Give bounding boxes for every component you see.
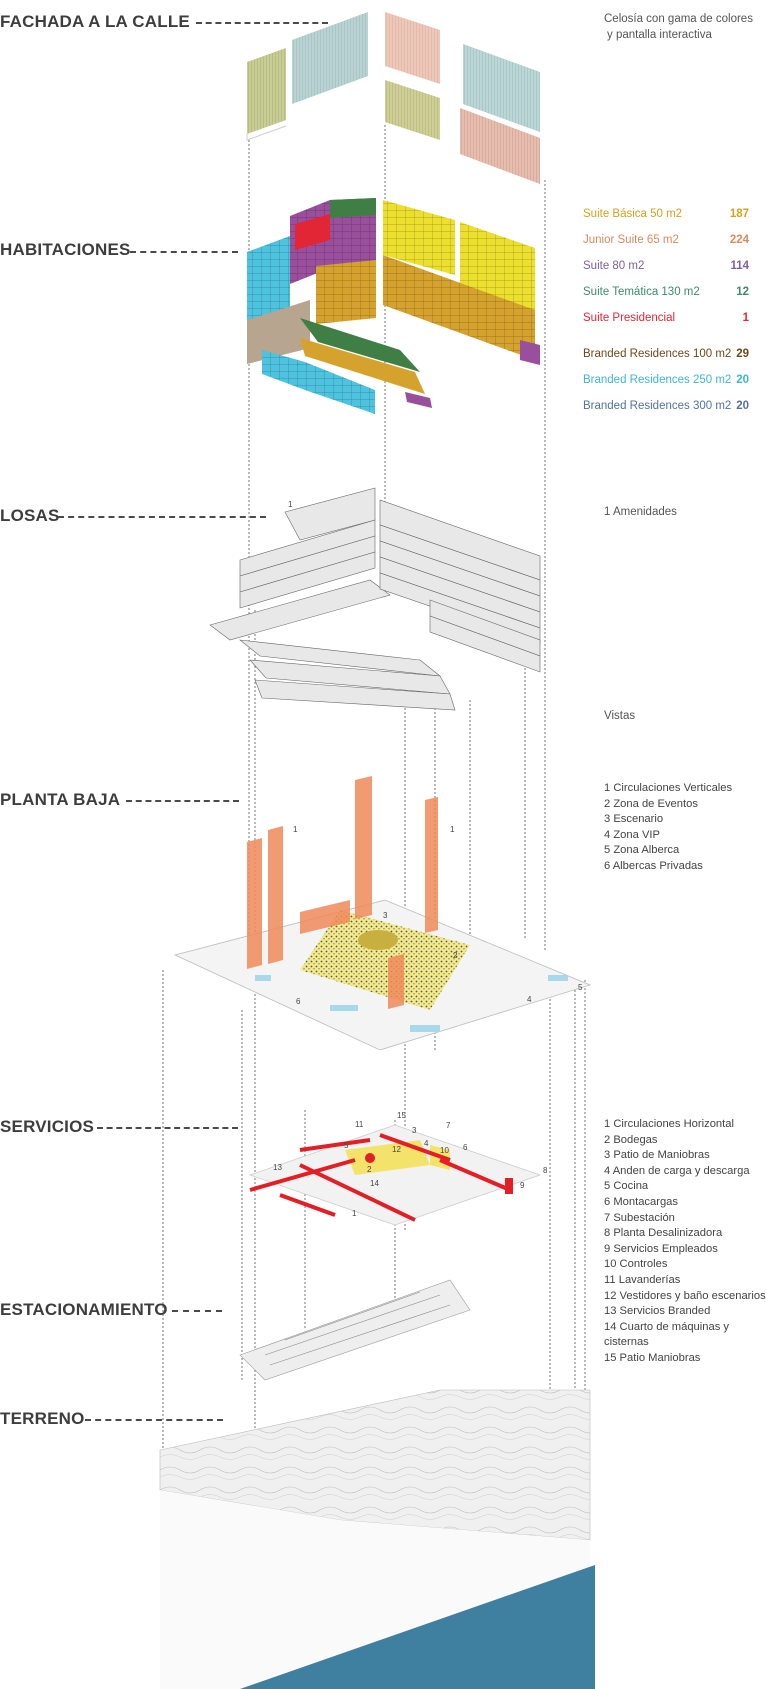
list-item: 1 Circulaciones Verticales [604, 782, 733, 794]
svg-text:15: 15 [397, 1111, 406, 1120]
svg-text:11: 11 [355, 1120, 364, 1129]
losas-note: 1 Amenidades [604, 506, 677, 518]
layer-title-estacionamiento: ESTACIONAMIENTO [0, 1300, 168, 1319]
losas-tag: 1 [288, 500, 293, 509]
list-item: 14 Cuarto de máquinas y [604, 1320, 730, 1333]
layer-title-habitaciones: HABITACIONES [0, 240, 131, 259]
layer-title-fachada: FACHADA A LA CALLE [0, 12, 190, 31]
legend-label: Suite Presidencial [583, 312, 676, 324]
estacionamiento-plate [239, 1279, 471, 1381]
planta-baja-plate [173, 776, 592, 1051]
svg-text:12: 12 [392, 1145, 401, 1154]
layer-title-terreno: TERRENO [0, 1409, 85, 1428]
fachada-note-line: y pantalla interactiva [607, 28, 712, 41]
list-item: 6 Albercas Privadas [604, 859, 703, 872]
list-item: 8 Planta Desalinizadora [604, 1227, 723, 1240]
svg-text:4: 4 [424, 1139, 429, 1148]
svg-text:10: 10 [440, 1146, 449, 1155]
legend-count: 12 [736, 286, 749, 298]
servicios-plate [248, 1124, 542, 1226]
habitaciones-blocks [247, 198, 540, 414]
legend-label: Suite 80 m2 [583, 260, 645, 272]
layer-leader-habitaciones [130, 251, 238, 253]
legend-count: 29 [736, 348, 749, 360]
list-item: 6 Montacargas [604, 1195, 679, 1208]
servicios-list: 1 Circulaciones Horizontal 2 Bodegas 3 P… [604, 1117, 766, 1367]
svg-text:4: 4 [527, 995, 532, 1004]
list-item: 4 Zona VIP [604, 828, 660, 841]
vistas-note: Vistas [604, 710, 636, 722]
list-item: 15 Patio Maniobras [604, 1351, 701, 1364]
diagram-artwork: 1 1 1 2 3 4 5 6 [159, 12, 595, 1689]
list-item: 3 Escenario [604, 813, 664, 826]
list-item: 3 Patio de Maniobras [604, 1149, 710, 1162]
legend-label: Suite Básica 50 m2 [583, 208, 683, 220]
svg-text:3: 3 [412, 1126, 417, 1135]
list-item: 7 Subestación [604, 1211, 675, 1224]
svg-text:2: 2 [367, 1165, 372, 1174]
layer-leader-servicios [97, 1127, 238, 1129]
legend-label: Branded Residences 100 m2 [583, 348, 732, 360]
svg-text:3: 3 [383, 911, 388, 920]
terreno-plate [159, 1389, 595, 1689]
svg-text:13: 13 [273, 1163, 282, 1172]
svg-text:6: 6 [463, 1143, 468, 1152]
legend-count: 20 [736, 374, 749, 386]
legend-label: Suite Temática 130 m2 [583, 286, 700, 298]
layer-leader-estacionamiento [172, 1310, 222, 1312]
svg-text:9: 9 [520, 1181, 525, 1190]
layer-leader-terreno [85, 1419, 223, 1421]
list-item: 5 Cocina [604, 1180, 649, 1193]
legend-label: Branded Residences 300 m2 [583, 400, 732, 412]
fachada-note-line: Celosía con gama de colores [604, 13, 753, 25]
layer-leader-planta-baja [126, 800, 239, 802]
legend-count: 114 [730, 260, 749, 272]
planta-baja-list: 1 Circulaciones Verticales 2 Zona de Eve… [604, 781, 732, 875]
svg-text:5: 5 [578, 983, 583, 992]
legend-count: 1 [742, 312, 749, 324]
list-item: 2 Zona de Eventos [604, 797, 698, 810]
svg-text:6: 6 [296, 997, 301, 1006]
list-item: 10 Controles [604, 1258, 668, 1271]
fachada-note: Celosía con gama de colores y pantalla i… [604, 12, 753, 43]
list-item: 11 Lavanderías [604, 1273, 681, 1286]
svg-text:2: 2 [453, 951, 458, 960]
list-item: 2 Bodegas [604, 1133, 658, 1146]
svg-text:1: 1 [293, 825, 298, 834]
servicios-tags: 1 2 3 4 5 6 7 8 9 10 11 12 13 14 15 [273, 1111, 548, 1218]
list-item: 13 Servicios Branded [604, 1305, 711, 1318]
list-item: 5 Zona Alberca [604, 844, 680, 857]
layer-leader-fachada [196, 22, 328, 24]
losas-slabs [209, 487, 541, 711]
legend-count: 224 [729, 234, 749, 246]
layer-title-planta-baja: PLANTA BAJA [0, 790, 121, 809]
list-item: 4 Anden de carga y descarga [604, 1164, 750, 1177]
svg-text:7: 7 [446, 1121, 451, 1130]
svg-text:14: 14 [370, 1179, 379, 1188]
list-item: cisternas [604, 1336, 649, 1349]
fachada-panels [246, 12, 540, 184]
legend-label: Junior Suite 65 m2 [583, 234, 679, 246]
legend-count: 20 [736, 400, 749, 412]
exploded-axonometric-diagram: 1 1 1 2 3 4 5 6 [0, 12, 766, 1689]
layer-title-losas: LOSAS [0, 506, 60, 525]
layer-leader-losas [58, 516, 266, 518]
list-item: 1 Circulaciones Horizontal [604, 1118, 734, 1130]
list-item: 12 Vestidores y baño escenarios [604, 1289, 766, 1302]
svg-text:1: 1 [352, 1209, 357, 1218]
planta-baja-tags: 1 1 2 3 4 5 6 [293, 825, 583, 1006]
layer-title-servicios: SERVICIOS [0, 1117, 95, 1136]
legend-label: Branded Residences 250 m2 [583, 374, 732, 386]
svg-text:1: 1 [450, 825, 455, 834]
svg-text:8: 8 [543, 1166, 548, 1175]
list-item: 9 Servicios Empleados [604, 1242, 718, 1255]
sea [240, 1565, 595, 1689]
svg-text:5: 5 [344, 1141, 349, 1150]
legend-count: 187 [729, 208, 749, 220]
